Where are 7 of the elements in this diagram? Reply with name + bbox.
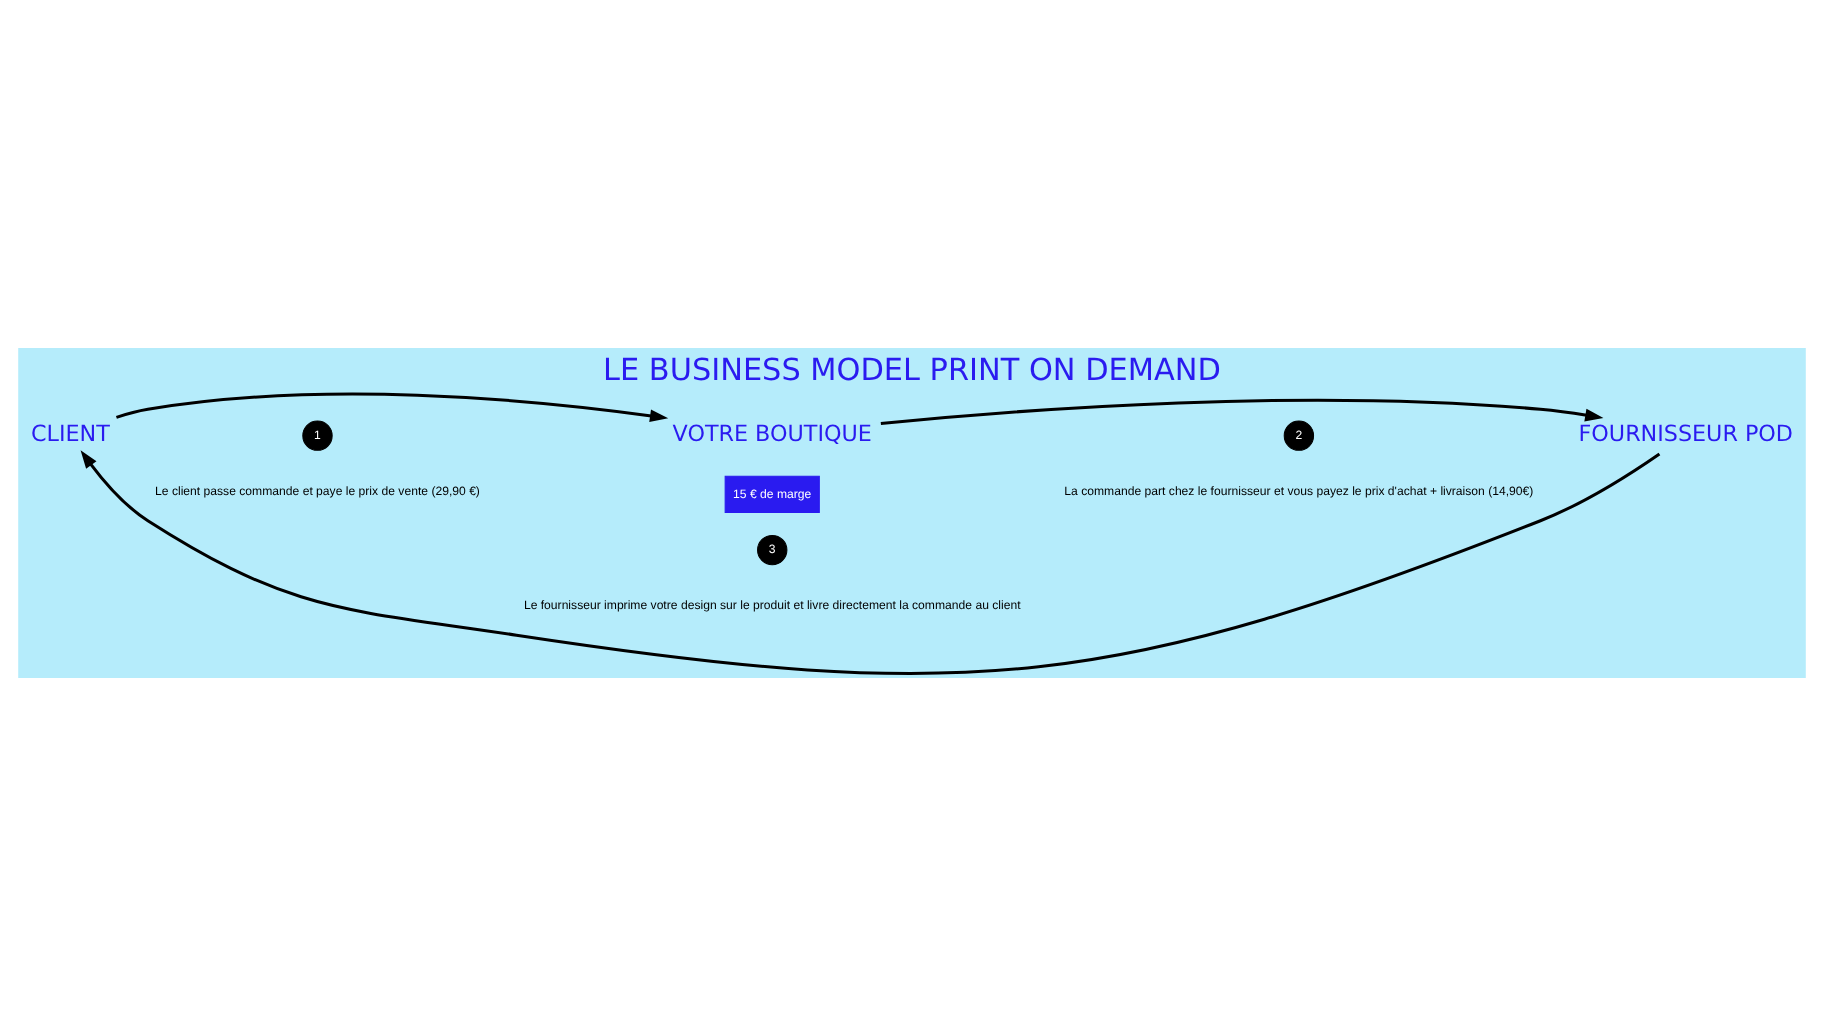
arrow: [880, 398, 1604, 426]
diagram-title: LE BUSINESS MODEL PRINT ON DEMAND: [603, 352, 1221, 389]
node-text: VOTRE BOUTIQUE: [672, 421, 872, 448]
node-text: CLIENT: [30, 421, 110, 448]
arrow: [115, 392, 669, 423]
arrow: [80, 450, 1661, 675]
node-text: FOURNISSEUR POD: [1578, 421, 1794, 448]
